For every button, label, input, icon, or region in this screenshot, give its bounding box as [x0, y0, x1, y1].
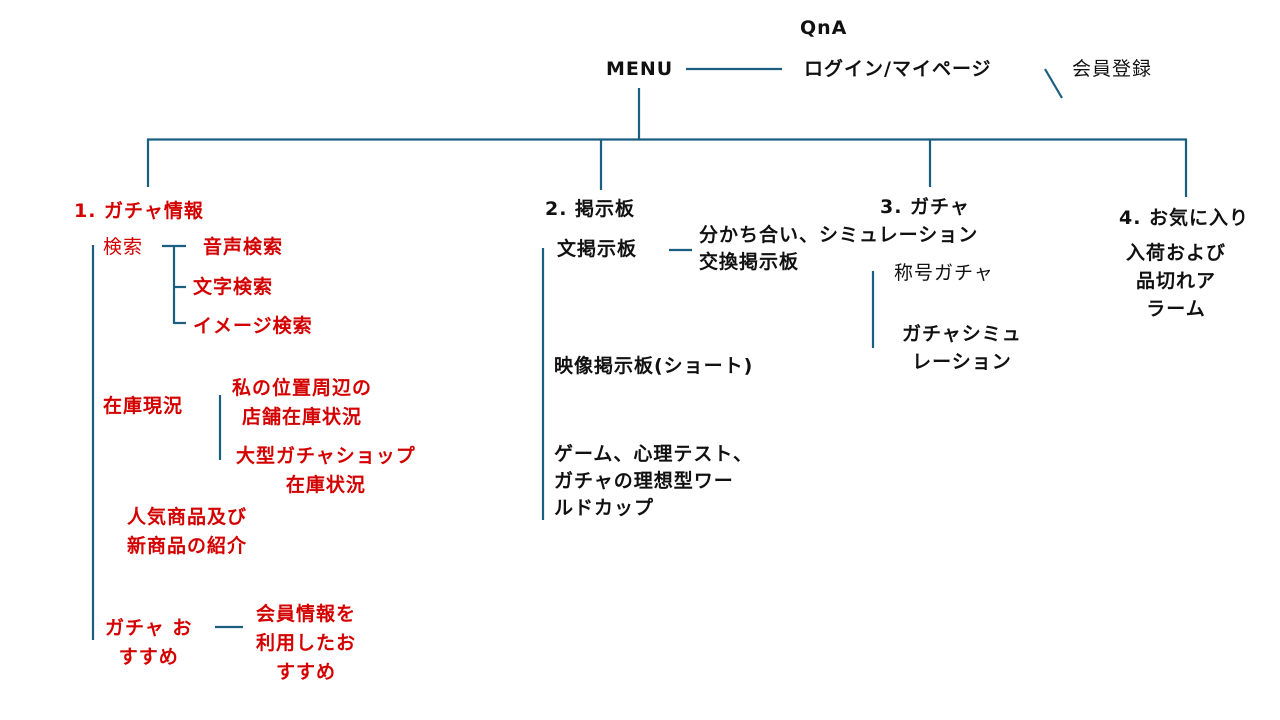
image-search-node[interactable]: イメージ検索 [193, 315, 313, 337]
login-mypage-link[interactable]: ログイン/マイページ [804, 58, 992, 80]
section2-title[interactable]: 2. 掲示板 [545, 198, 636, 220]
section3-title[interactable]: 3. ガチャ [880, 196, 970, 218]
text-search-node[interactable]: 文字検索 [193, 276, 274, 298]
section1-title[interactable]: 1. ガチャ情報 [74, 200, 204, 222]
signup-link[interactable]: 会員登録 [1072, 58, 1153, 80]
video-board-node[interactable]: 映像掲示板(ショート) [554, 355, 754, 377]
text-board-node[interactable]: 文掲示板 [557, 238, 638, 260]
stock-node[interactable]: 在庫現況 [103, 395, 184, 417]
section4-title[interactable]: 4. お気に入り [1119, 207, 1250, 229]
gacha-recommend-node[interactable]: ガチャ お すすめ [105, 617, 193, 668]
gacha-simulation-node[interactable]: ガチャシミュ レーション [902, 323, 1022, 373]
share-exchange-board-node[interactable]: 分かち合い、シミュレーション 交換掲示板 [699, 224, 979, 273]
stock-alarm-node[interactable]: 入荷および 品切れア ラーム [1126, 242, 1227, 320]
member-recommend-node[interactable]: 会員情報を 利用したお すすめ [256, 603, 357, 683]
qna-link[interactable]: QnA [800, 17, 848, 39]
voice-search-node[interactable]: 音声検索 [203, 236, 284, 258]
login-to-signup-line [1044, 68, 1063, 99]
menu-root[interactable]: MENU [606, 58, 674, 80]
large-shop-stock-node[interactable]: 大型ガチャショップ 在庫状況 [236, 445, 416, 496]
game-test-worldcup-node[interactable]: ゲーム、心理テスト、 ガチャの理想型ワー ルドカップ [554, 443, 754, 519]
search-node[interactable]: 検索 [103, 236, 144, 258]
nearby-stock-node[interactable]: 私の位置周辺の 店舗在庫状況 [232, 377, 373, 428]
popular-new-products-node[interactable]: 人気商品及び 新商品の紹介 [127, 506, 248, 557]
title-gacha-node[interactable]: 称号ガチャ [894, 262, 994, 284]
